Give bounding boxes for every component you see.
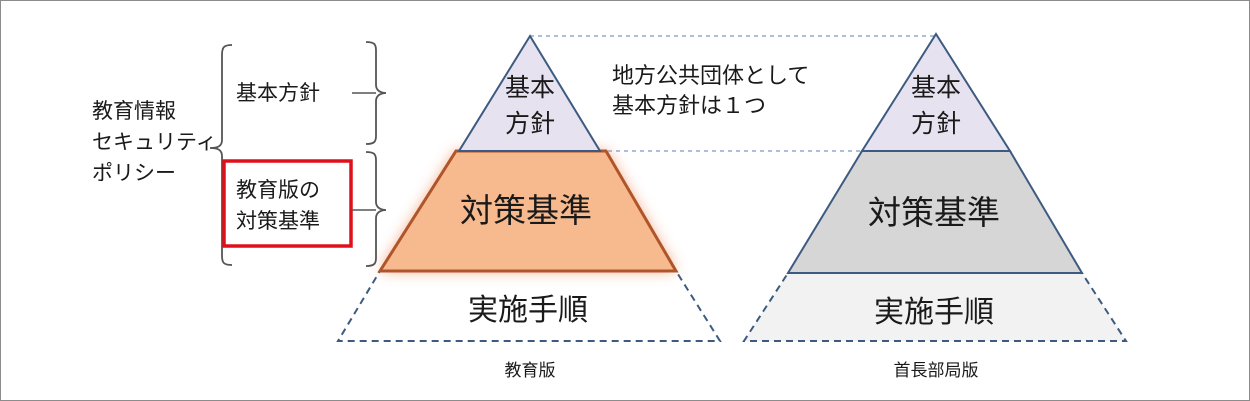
note-line-1: 地方公共団体として [612, 64, 809, 89]
policy-label-3: ポリシー [92, 161, 176, 185]
head-middle-label: 対策基準 [868, 193, 1000, 232]
edu-bottom-label: 実施手順 [468, 293, 588, 328]
edu-top-label-1: 基本 [505, 73, 555, 102]
note-line-2: 基本方針は１つ [612, 94, 766, 119]
head-bottom-label: 実施手順 [874, 295, 994, 330]
head-top-layer [860, 32, 1012, 152]
edu-top-layer [457, 34, 602, 152]
policy-label-2: セキュリティ [92, 130, 217, 154]
edu-top-label-2: 方針 [505, 109, 555, 138]
edu-standards-highlight [222, 159, 353, 248]
head-top-label-2: 方針 [911, 109, 961, 138]
pyramid-edu: 基本 方針 対策基準 実施手順 教育版 [336, 34, 722, 381]
edu-middle-label: 対策基準 [460, 191, 592, 230]
policy-label-1: 教育情報 [92, 99, 176, 123]
edu-standards-bracket [365, 151, 387, 267]
basic-policy-bracket [365, 41, 387, 145]
edu-caption: 教育版 [505, 361, 556, 381]
policy-bracket [209, 44, 233, 266]
edu-standards-label-2: 対策基準 [236, 209, 320, 233]
basic-policy-label: 基本方針 [236, 81, 320, 105]
head-top-label-1: 基本 [911, 73, 961, 102]
pyramid-head: 基本 方針 対策基準 実施手順 首長部局版 [742, 32, 1128, 381]
edu-standards-label-1: 教育版の [236, 178, 320, 202]
head-caption: 首長部局版 [894, 361, 979, 381]
